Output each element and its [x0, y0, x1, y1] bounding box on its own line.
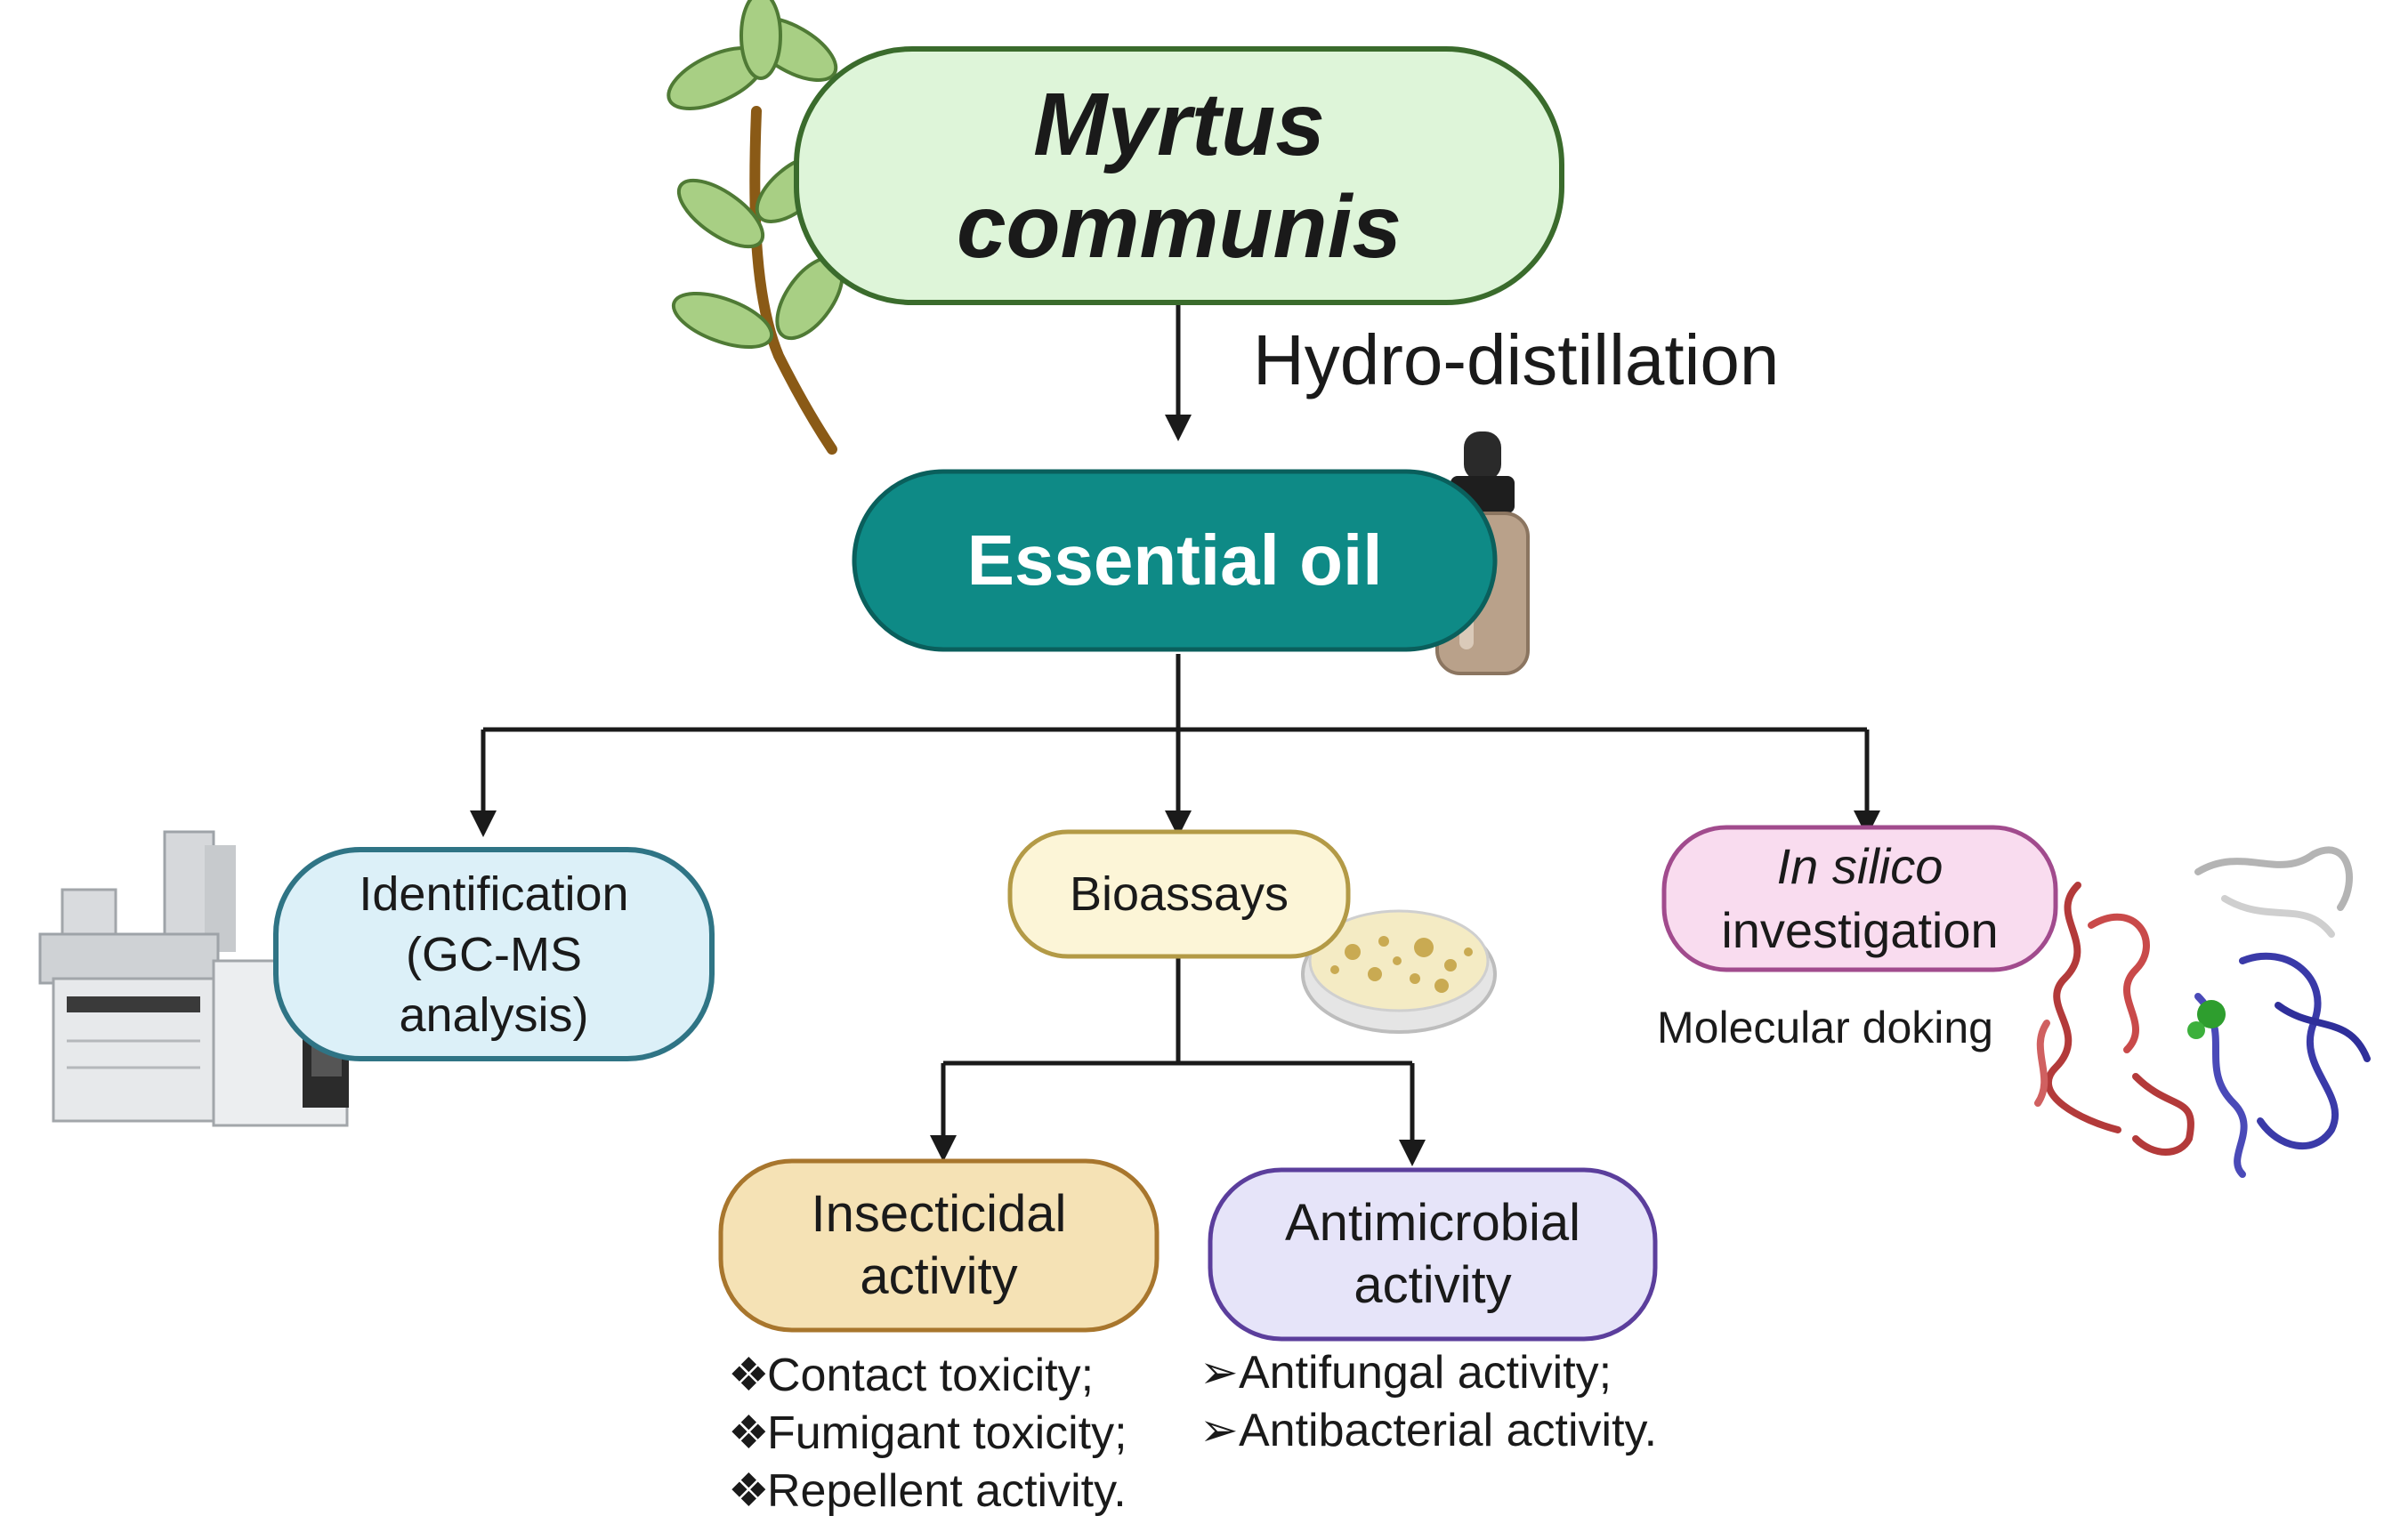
bioassays-box	[1007, 829, 1351, 959]
identification-line-2: (GC-MS	[406, 927, 582, 981]
myrtus-title: Myrtus communis	[796, 49, 1562, 302]
identification-label: Identification (GC-MS analysis)	[276, 850, 712, 1059]
in-silico-line-2: investigation	[1721, 902, 1999, 958]
diamond-bullet-icon: ❖	[728, 1407, 770, 1459]
insecticidal-label: Insecticidal activity	[721, 1161, 1157, 1330]
identification-line-3: analysis)	[399, 988, 589, 1042]
essential-oil-box	[852, 469, 1498, 652]
insecticidal-line-2: activity	[860, 1247, 1018, 1305]
antimicrobial-box	[1208, 1167, 1658, 1342]
antimicrobial-line-1: Antimicrobial	[1285, 1194, 1580, 1252]
connectors	[470, 298, 1880, 1166]
diamond-bullet-icon: ❖	[728, 1350, 770, 1401]
hydro-distillation-label: Hydro-distillation	[1253, 320, 1780, 399]
insecticidal-box	[718, 1158, 1160, 1333]
in-silico-line-1: In silico	[1776, 838, 1943, 894]
gc-ms-instrument-icon	[38, 830, 349, 1127]
essential-oil-label: Essential oil	[854, 472, 1495, 649]
antimicrobial-item-2: ➢Antibacterial activity.	[1200, 1403, 1657, 1458]
in-silico-box	[1661, 825, 2058, 972]
insecticidal-line-1: Insecticidal	[811, 1185, 1067, 1243]
title-line-2: communis	[956, 176, 1402, 277]
diamond-bullet-icon: ❖	[728, 1465, 770, 1517]
antimicrobial-line-2: activity	[1354, 1256, 1512, 1314]
insecticidal-item-2: ❖Fumigant toxicity;	[728, 1406, 1127, 1461]
insecticidal-item-1: ❖Contact toxicity;	[728, 1348, 1094, 1403]
title-line-1: Myrtus	[1033, 74, 1325, 174]
insecticidal-item-text: Contact toxicity;	[767, 1350, 1095, 1401]
identification-line-1: Identification	[359, 867, 629, 921]
antimicrobial-label: Antimicrobial activity	[1210, 1170, 1655, 1339]
antimicrobial-item-1: ➢Antifungal activity;	[1200, 1345, 1612, 1400]
antimicrobial-item-text: Antibacterial activity.	[1239, 1405, 1658, 1456]
bioassays-label: Bioassays	[1010, 832, 1348, 956]
bioassays-text: Bioassays	[1069, 867, 1289, 921]
insecticidal-item-text: Repellent activity.	[767, 1465, 1127, 1517]
molecular-docking-label: Molecular doking	[1657, 1003, 1993, 1052]
antimicrobial-item-text: Antifungal activity;	[1239, 1347, 1612, 1399]
arrow-bullet-icon: ➢	[1200, 1405, 1239, 1456]
protein-structure-icon	[2034, 846, 2371, 1178]
insecticidal-item-text: Fumigant toxicity;	[767, 1407, 1127, 1459]
insecticidal-item-3: ❖Repellent activity.	[728, 1463, 1127, 1519]
essential-oil-text: Essential oil	[966, 520, 1383, 600]
in-silico-label: In silico investigation	[1664, 827, 2056, 970]
myrtus-title-box	[794, 46, 1564, 305]
identification-box	[273, 847, 715, 1061]
arrow-bullet-icon: ➢	[1200, 1347, 1239, 1399]
petri-dish-icon	[1301, 909, 1497, 1034]
